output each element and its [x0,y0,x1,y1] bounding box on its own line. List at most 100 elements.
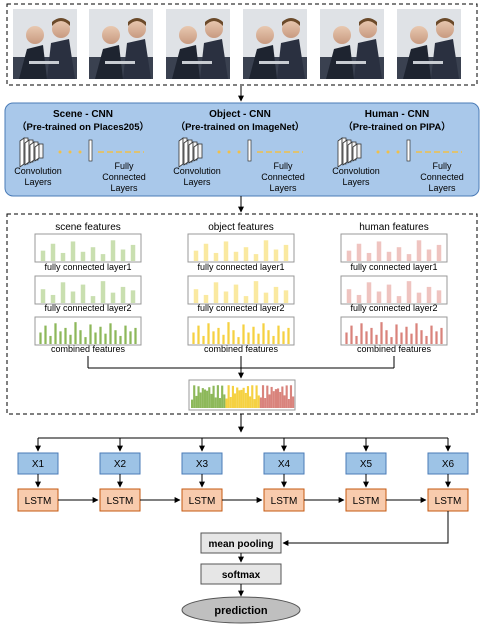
feature-bar [193,289,199,303]
bar-chart-icon [340,316,448,346]
laptop [336,61,366,64]
feature-bar [60,252,66,261]
concat-bar [281,386,284,408]
concat-bar [264,398,267,408]
concat-bar [195,395,198,408]
feature-bar [109,323,112,344]
cnn-subtitle: （Pre-trained on ImageNet） [176,121,305,133]
feature-bar [202,335,205,344]
person-suit [47,39,75,79]
conv-label-line: Convolution [14,166,62,176]
feature-chart-label: fully connected layer2 [197,303,284,313]
feature-bar [386,284,392,303]
feature-bar [405,326,408,344]
feature-bar [130,244,136,261]
concat-bar [218,398,222,408]
person-head [359,20,377,38]
feature-bar [426,286,432,303]
feature-chart-label: combined features [357,344,432,354]
ellipsis-dot [376,150,380,154]
cnn-block: Human - CNN（Pre-trained on PIPA）Convolut… [332,109,464,193]
feature-bar [90,296,96,303]
concat-bar [238,390,241,408]
feature-chart-frame [340,316,448,346]
feature-bar [120,286,126,303]
lstm-label: LSTM [189,496,216,507]
photo-thumbnail-icon [243,9,307,79]
feature-bar [350,325,353,344]
lstm-label: LSTM [353,496,380,507]
ellipsis-dot [227,150,231,154]
photo-thumbnail-icon [13,9,77,79]
concat-bar [223,394,226,408]
fc-label-line: Fully [273,161,293,171]
concat-bar [285,385,288,408]
concat-bar [234,393,237,408]
person-head [102,26,120,44]
arrow-lstm-to-pooling [282,511,449,546]
feature-bar [425,335,428,344]
feature-bar [272,335,275,344]
feature-chart-label: combined features [51,344,126,354]
feature-bar [243,296,249,303]
conv-layer-side [29,141,35,164]
laptop [413,61,443,64]
conv-layer-side [19,137,25,168]
conv-layer-side [337,137,343,168]
prediction-ellipse [181,596,301,624]
ellipsis-dot [386,150,390,154]
photo-thumbnail-icon [320,9,384,79]
feature-bar [54,323,57,344]
concat-bar [240,389,243,408]
person-hair [359,18,377,26]
feature-bar [435,331,438,344]
concat-bar [242,387,245,408]
person-suit [431,39,459,79]
conv-layer-stack-icon [178,137,203,168]
feature-bar [212,331,215,344]
feature-bar [80,284,86,303]
conv-layer-side [342,139,348,166]
photo-thumbnail-icon [166,9,230,79]
fc-label-line: Fully [432,161,452,171]
feature-bar [79,330,82,344]
feature-bar [90,247,96,261]
feature-chart-frame [34,316,142,346]
concat-bar [197,386,200,408]
person-head [179,26,197,44]
ellipsis-dot [78,150,82,154]
bar-chart-icon [187,316,295,346]
conv-layer-side [183,139,189,166]
feature-bar [436,290,442,303]
feature-bar [120,249,126,261]
person-hair [282,18,300,26]
concat-bar [206,390,209,408]
concat-bar [253,399,256,408]
conv-layer-stack-icon [19,137,44,168]
feature-bar [385,330,388,344]
feature-chart-label: combined features [204,344,279,354]
feature-bar [386,251,392,261]
concat-bar [251,385,254,408]
lstm-label: LSTM [107,496,134,507]
feature-bar [366,282,372,303]
concat-bar [279,391,282,408]
concat-bar [261,385,265,408]
bar-chart-icon [187,275,295,305]
feature-bar [129,331,132,344]
concat-bar [266,385,269,408]
feature-chart-label: fully connected layer1 [44,262,131,272]
conv-layer-face [356,143,362,159]
conv-layer-side [352,143,358,162]
feature-bar [410,333,413,344]
feature-bar [436,244,442,261]
person-suit [354,39,382,79]
feature-bar [262,323,265,344]
feature-bar [50,243,56,261]
feature-bar [273,286,279,303]
cnn-subtitle: （Pre-trained on Places205） [17,121,149,133]
feature-bar [253,281,259,303]
feature-bar [213,282,219,303]
feature-bar [89,324,92,344]
